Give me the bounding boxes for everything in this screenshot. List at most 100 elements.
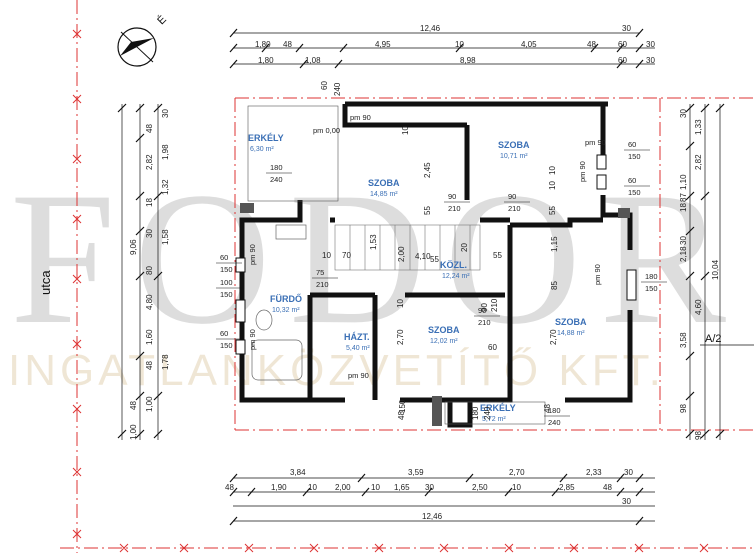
room-name: KÖZL. xyxy=(440,260,467,270)
dim-bottom-row2: 10 xyxy=(371,483,380,492)
dim-left-col2: 1,98 xyxy=(161,144,170,160)
dim-right-col1: 2,18 xyxy=(679,246,688,262)
dim-left-col2: 1,58 xyxy=(161,229,170,245)
opening-width: 60 xyxy=(628,176,636,185)
dim-top-row1: 1,80 xyxy=(255,40,271,49)
fixtures xyxy=(251,224,307,381)
dim-bottom-row2: 2,85 xyxy=(559,483,575,492)
room-name: SZOBA xyxy=(555,317,587,327)
section-marker: A/2 xyxy=(700,333,754,346)
dim-bottom-row2: 48 xyxy=(225,483,234,492)
dim-left-col1: 30 xyxy=(145,229,154,238)
room-name: ERKÉLY xyxy=(248,133,284,143)
dim-inner: 10 xyxy=(396,299,405,308)
dim-bottom-row2: 10 xyxy=(308,483,317,492)
dim-right-col2: 2,82 xyxy=(694,154,703,170)
opening-height: 210 xyxy=(478,318,491,327)
dim-left-col1: 18 xyxy=(145,198,154,207)
room-area: 5,72 m² xyxy=(482,416,506,423)
dim-right-col1: 3,58 xyxy=(679,332,688,348)
dim-inner: 2,70 xyxy=(396,329,405,345)
dim-right-col1: 98 xyxy=(694,431,703,440)
dim-inner: 10 xyxy=(401,126,410,135)
dim-right-col1: 87 xyxy=(679,193,688,202)
room-name: SZOBA xyxy=(498,140,530,150)
dim-bottom-row2: 30 xyxy=(425,483,434,492)
dim-left-col1: 80 xyxy=(145,266,154,275)
dim-inner: 4,10 xyxy=(415,252,431,261)
floor-level-label: pm 90 xyxy=(585,138,606,147)
watermark-tagline: INGATLANKÖZVETÍTŐ KFT. xyxy=(8,346,665,395)
dim-right-col1: 30 xyxy=(679,236,688,245)
dim-right-col1: 1,10 xyxy=(679,174,688,190)
dim-inner: 90 xyxy=(480,303,489,312)
dim-right-col1: 30 xyxy=(679,109,688,118)
opening-width: 90 xyxy=(508,192,516,201)
room-area: 12,02 m² xyxy=(430,338,458,345)
dim-left-col1: 48 xyxy=(129,401,138,410)
dim-left-outer: 9,06 xyxy=(129,239,138,255)
dimension-ticks xyxy=(117,28,725,526)
dim-inner: 70 xyxy=(342,251,351,260)
floor-level-label: pm 90 xyxy=(350,113,371,122)
dim-inner: 2,45 xyxy=(423,162,432,178)
dim-bottom-row1: 3,84 xyxy=(290,468,306,477)
dim-bottom-row2: 1,90 xyxy=(271,483,287,492)
dim-inner: 60 xyxy=(488,343,497,352)
opening-width: 75 xyxy=(316,268,324,277)
floor-level-label: pm 90 xyxy=(348,371,369,380)
dim-top-row1: 60 xyxy=(618,40,627,49)
opening-width: 60 xyxy=(220,253,228,262)
floor-level-label: pm 0,00 xyxy=(313,126,340,135)
opening-height: 150 xyxy=(220,265,233,274)
dim-right-outer: 10,04 xyxy=(711,259,720,280)
dim-left-col2: 1,78 xyxy=(161,354,170,370)
dim-inner: 55 xyxy=(423,206,432,215)
dim-right-col1: 18 xyxy=(679,203,688,212)
dim-left-col1: 1,00 xyxy=(129,424,138,440)
opening-height: 210 xyxy=(448,204,461,213)
dim-left-col1: 4,80 xyxy=(145,294,154,310)
opening-width: 60 xyxy=(628,140,636,149)
opening-height: 210 xyxy=(316,280,329,289)
opening-width: 180 xyxy=(548,406,561,415)
dim-left-col1: 1,60 xyxy=(145,329,154,345)
dim-bottom-row3: 30 xyxy=(622,497,631,506)
north-mark: É xyxy=(155,13,169,27)
dim-bottom-row2: 1,65 xyxy=(394,483,410,492)
dim-left-col1: 2,82 xyxy=(145,154,154,170)
dim-inner: 85 xyxy=(550,281,559,290)
stairs xyxy=(334,224,481,271)
dimension-lines xyxy=(121,32,721,522)
dim-left-col1: 1,00 xyxy=(145,396,154,412)
room-area: 6,30 m² xyxy=(250,146,274,153)
dim-bottom-row1: 3,59 xyxy=(408,468,424,477)
dim-top-row1: 30 xyxy=(646,40,655,49)
opening-height: 150 xyxy=(628,152,641,161)
room-name: FÜRDŐ xyxy=(270,293,302,304)
dim-top-row1: 4,95 xyxy=(375,40,391,49)
floor-level-label: pm 90 xyxy=(593,264,602,285)
dim-inner: 55 xyxy=(548,206,557,215)
dim-inner: 2,00 xyxy=(397,246,406,262)
dim-inner: 10 xyxy=(548,166,557,175)
dim-top-row1: 48 xyxy=(283,40,292,49)
dim-top-extra: 30 xyxy=(622,24,631,33)
room-name: SZOBA xyxy=(368,178,400,188)
opening-width: 90 xyxy=(448,192,456,201)
dim-top-row1: 4,05 xyxy=(521,40,537,49)
dim-top-extra: 60 xyxy=(320,81,329,90)
opening-width: 180 xyxy=(645,272,658,281)
north-arrow-icon xyxy=(117,27,157,67)
room-area: 10,71 m² xyxy=(500,153,528,160)
property-markers xyxy=(72,29,709,553)
dim-inner: 180 xyxy=(471,406,480,420)
dim-inner: 20 xyxy=(460,243,469,252)
dim-top-row2: 8,98 xyxy=(460,56,476,65)
dim-top-row1: 48 xyxy=(587,40,596,49)
balcony-outlines xyxy=(247,105,546,425)
section-mark: A/2 xyxy=(705,333,722,345)
dim-top-row2: 60 xyxy=(618,56,627,65)
room-area: 14,85 m² xyxy=(370,191,398,198)
